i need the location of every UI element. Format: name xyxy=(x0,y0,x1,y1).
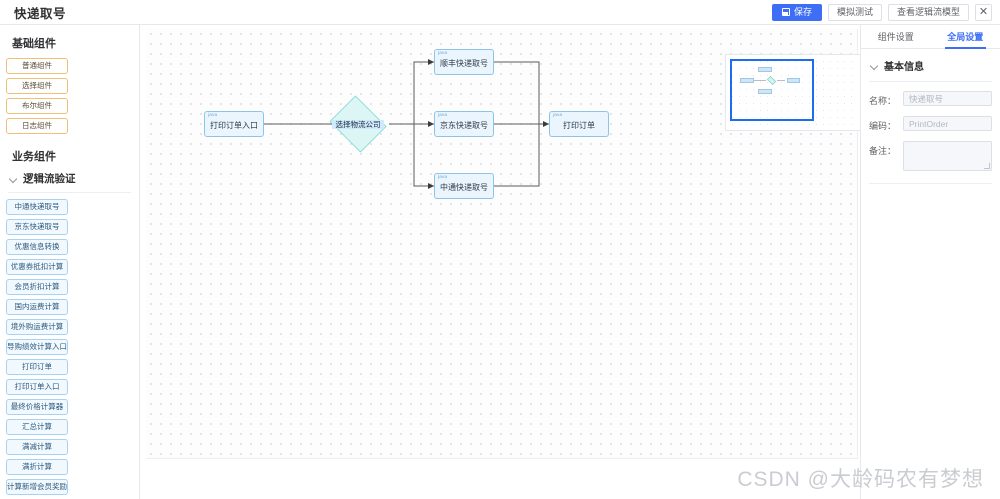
top-bar: 快递取号 保存 模拟测试 查看逻辑流模型 ✕ xyxy=(0,0,1000,25)
flow-node-print-order-entry[interactable]: java 打印订单入口 xyxy=(204,111,264,137)
view-logic-model-button[interactable]: 查看逻辑流模型 xyxy=(887,3,969,21)
palette-item-jd[interactable]: 京东快递取号 xyxy=(6,219,68,235)
palette-item-full-discount[interactable]: 满折计算 xyxy=(6,459,68,475)
flow-node-zhongtong[interactable]: java 中通快递取号 xyxy=(434,173,494,199)
node-tag: java xyxy=(438,50,448,55)
palette-item-new-member-reward[interactable]: 计算新增会员奖励 xyxy=(6,479,68,495)
palette-item-summary-calc[interactable]: 汇总计算 xyxy=(6,419,68,435)
minimap-node xyxy=(766,75,777,86)
field-code-label: 编码： xyxy=(869,121,897,131)
palette-item-common-component[interactable]: 普通组件 xyxy=(6,58,68,74)
page-title: 快递取号 xyxy=(14,6,67,21)
minimap-grid xyxy=(729,58,858,127)
basic-components-grid: 普通组件 选择组件 布尔组件 日志组件 xyxy=(6,58,133,134)
properties-panel: 组件设置 全局设置 基本信息 名称： 快递取号 编码： PrintOrder 备… xyxy=(860,25,1000,499)
tab-global-settings[interactable]: 全局设置 xyxy=(931,25,1000,49)
section-divider xyxy=(869,81,992,82)
palette-divider xyxy=(8,192,131,193)
save-button-label: 保存 xyxy=(793,6,812,17)
palette-item-zhongtong[interactable]: 中通快递取号 xyxy=(6,199,68,215)
minimap-node xyxy=(740,78,754,83)
flow-node-print-order[interactable]: java 打印订单 xyxy=(549,111,609,137)
flow-node-shunfeng[interactable]: java 顺丰快递取号 xyxy=(434,49,494,75)
minimap[interactable] xyxy=(725,54,860,131)
minimap-viewport[interactable] xyxy=(730,59,814,121)
flow-node-label: 中通快递取号 xyxy=(440,183,488,192)
palette-item-member-discount[interactable]: 会员折扣计算 xyxy=(6,279,68,295)
palette-group-logic-flow-validation[interactable]: 逻辑流验证 xyxy=(10,171,133,186)
component-palette: 基础组件 普通组件 选择组件 布尔组件 日志组件 业务组件 逻辑流验证 中通快递… xyxy=(0,25,140,499)
field-remark: 备注： xyxy=(861,132,1000,171)
flow-decision-select-logistics[interactable]: 选择物流公司 xyxy=(327,95,389,153)
flow-node-label: 打印订单 xyxy=(563,121,595,130)
save-button[interactable]: 保存 xyxy=(771,3,822,21)
minimap-node xyxy=(787,78,800,83)
node-tag: java xyxy=(438,112,448,117)
node-tag: java xyxy=(438,174,448,179)
section-basic-info[interactable]: 基本信息 xyxy=(861,49,1000,81)
minimap-node xyxy=(758,89,772,94)
palette-item-full-reduction[interactable]: 满减计算 xyxy=(6,439,68,455)
properties-tabs: 组件设置 全局设置 xyxy=(861,25,1000,49)
business-components-grid: 中通快递取号 京东快递取号 优惠信息转换 优惠券抵扣计算 会员折扣计算 国内运费… xyxy=(6,199,133,499)
flow-node-label: 京东快递取号 xyxy=(440,121,488,130)
code-input[interactable]: PrintOrder xyxy=(903,116,992,131)
field-code: 编码： PrintOrder xyxy=(861,107,1000,132)
section-title-label: 基本信息 xyxy=(884,62,924,73)
panel-divider xyxy=(869,183,992,184)
palette-item-log-component[interactable]: 日志组件 xyxy=(6,118,68,134)
flow-decision-label: 选择物流公司 xyxy=(332,119,384,129)
node-tag: java xyxy=(553,112,563,117)
save-icon xyxy=(781,8,790,16)
palette-item-final-price-calc[interactable]: 最终价格计算器 xyxy=(6,399,68,415)
name-input[interactable]: 快递取号 xyxy=(903,91,992,106)
palette-item-guide-performance-entry[interactable]: 导购绩效计算入口 xyxy=(6,339,68,355)
tab-component-settings[interactable]: 组件设置 xyxy=(877,32,914,42)
flow-node-jd[interactable]: java 京东快递取号 xyxy=(434,111,494,137)
simulate-test-button[interactable]: 模拟测试 xyxy=(827,3,882,21)
chevron-down-icon xyxy=(871,62,878,69)
minimap-edge xyxy=(754,80,766,81)
palette-item-domestic-freight[interactable]: 国内运费计算 xyxy=(6,299,68,315)
basic-components-heading: 基础组件 xyxy=(12,38,56,50)
field-name-label: 名称： xyxy=(869,96,897,106)
node-tag: java xyxy=(208,112,218,117)
palette-item-promo-convert[interactable]: 优惠信息转换 xyxy=(6,239,68,255)
flow-node-label: 打印订单入口 xyxy=(210,121,258,130)
field-name: 名称： 快递取号 xyxy=(861,82,1000,107)
business-components-heading: 业务组件 xyxy=(12,151,56,163)
close-icon[interactable]: ✕ xyxy=(975,3,992,21)
palette-item-bool-component[interactable]: 布尔组件 xyxy=(6,98,68,114)
chevron-down-icon xyxy=(10,175,17,182)
topbar-actions: 保存 模拟测试 查看逻辑流模型 ✕ xyxy=(771,3,992,21)
minimap-edge xyxy=(777,80,785,81)
palette-item-select-component[interactable]: 选择组件 xyxy=(6,78,68,94)
remark-textarea[interactable] xyxy=(903,141,992,171)
palette-item-coupon-deduct[interactable]: 优惠券抵扣计算 xyxy=(6,259,68,275)
palette-group-label: 逻辑流验证 xyxy=(23,173,76,185)
flow-canvas-area[interactable]: java 打印订单入口 选择物流公司 java 顺丰快递取号 java 京东快递… xyxy=(140,25,860,499)
flow-node-label: 顺丰快递取号 xyxy=(440,59,488,68)
palette-item-print-order[interactable]: 打印订单 xyxy=(6,359,68,375)
palette-item-overseas-freight[interactable]: 境外购运费计算 xyxy=(6,319,68,335)
field-remark-label: 备注： xyxy=(869,146,897,156)
minimap-node xyxy=(758,67,772,72)
palette-item-print-order-entry[interactable]: 打印订单入口 xyxy=(6,379,68,395)
